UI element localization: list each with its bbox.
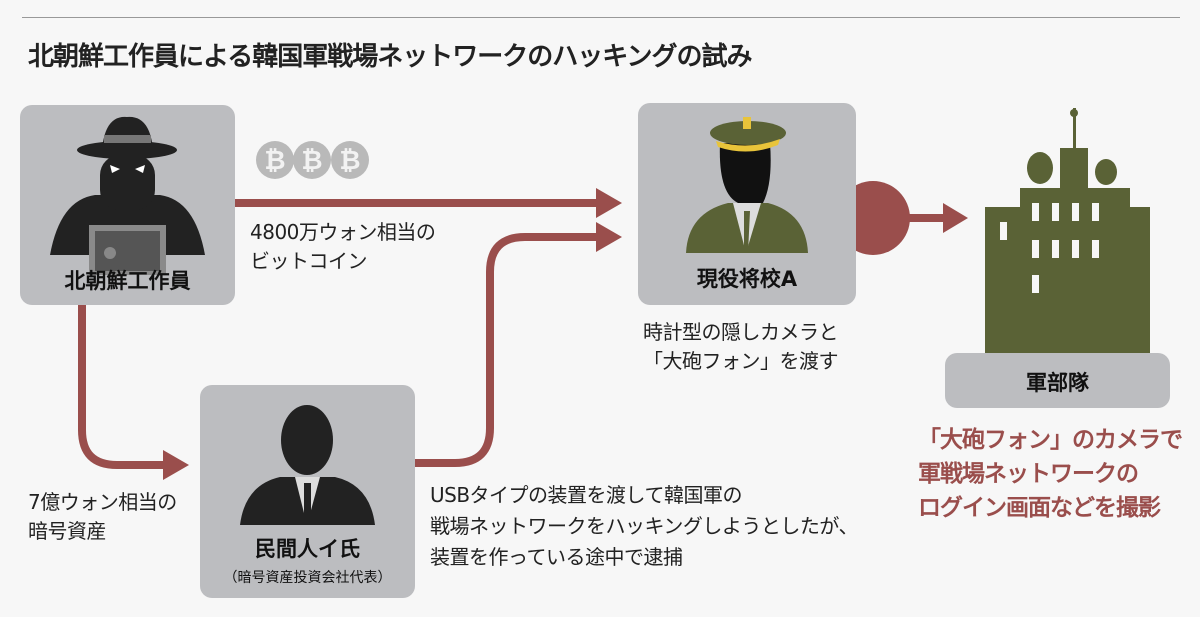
text-line: 時計型の隠しカメラと <box>643 320 839 344</box>
arrowhead <box>596 188 622 218</box>
agent-label: 北朝鮮工作員 <box>64 269 191 293</box>
officer-box: 現役将校A <box>638 103 856 305</box>
text-line: ログイン画面などを撮影 <box>918 495 1161 521</box>
bitcoin-amount-text: 4800万ウォン相当の ビットコイン <box>250 218 436 276</box>
arrowhead <box>163 450 189 480</box>
text-line: 「大砲フォン」のカメラで <box>918 427 1183 453</box>
text-line: ビットコイン <box>250 249 368 273</box>
svg-text:₿: ₿ <box>264 146 285 176</box>
page-title: 北朝鮮工作員による韓国軍戦場ネットワークのハッキングの試み <box>28 42 752 72</box>
civilian-label: 民間人イ氏 <box>255 537 360 561</box>
arrowhead <box>596 222 622 252</box>
civilian-sublabel: （暗号資産投資会社代表） <box>223 570 392 586</box>
crypto-amount-text: 7億ウォン相当の 暗号資産 <box>28 488 177 546</box>
text-line: 4800万ウォン相当の <box>250 220 436 244</box>
unit-label: 軍部隊 <box>1026 371 1089 395</box>
text-line: 軍戦場ネットワークの <box>918 461 1139 487</box>
top-divider <box>22 17 1180 18</box>
svg-text:₿: ₿ <box>339 146 360 176</box>
civilian-icon <box>240 405 375 525</box>
text-line: USBタイプの装置を渡して韓国軍の <box>430 483 742 507</box>
text-line: 装置を作っている途中で逮捕 <box>430 545 683 569</box>
text-line: 暗号資産 <box>28 519 106 543</box>
camera-text: 時計型の隠しカメラと 「大砲フォン」を渡す <box>643 318 839 376</box>
arrow-agent-to-civilian <box>78 305 165 469</box>
officer-icon <box>686 117 808 253</box>
officer-label: 現役将校A <box>696 267 798 291</box>
bitcoin-icon: ₿ ₿ ₿ <box>256 141 369 179</box>
result-text: 「大砲フォン」のカメラで 軍戦場ネットワークの ログイン画面などを撮影 <box>918 423 1183 525</box>
text-line: 戦場ネットワークをハッキングしようとしたが、 <box>430 514 859 538</box>
military-building-icon <box>985 108 1150 358</box>
agent-box: 北朝鮮工作員 <box>20 105 235 305</box>
arrow-civilian-to-officer <box>415 233 598 467</box>
arrowhead <box>943 203 968 233</box>
spy-icon <box>50 116 205 275</box>
text-line: 「大砲フォン」を渡す <box>643 349 839 373</box>
usb-text: USBタイプの装置を渡して韓国軍の 戦場ネットワークをハッキングしようとしたが、… <box>430 480 859 573</box>
text-line: 7億ウォン相当の <box>28 490 177 514</box>
civilian-box: 民間人イ氏 （暗号資産投資会社代表） <box>200 385 415 598</box>
svg-text:₿: ₿ <box>301 146 322 176</box>
unit-box: 軍部隊 <box>945 353 1170 408</box>
